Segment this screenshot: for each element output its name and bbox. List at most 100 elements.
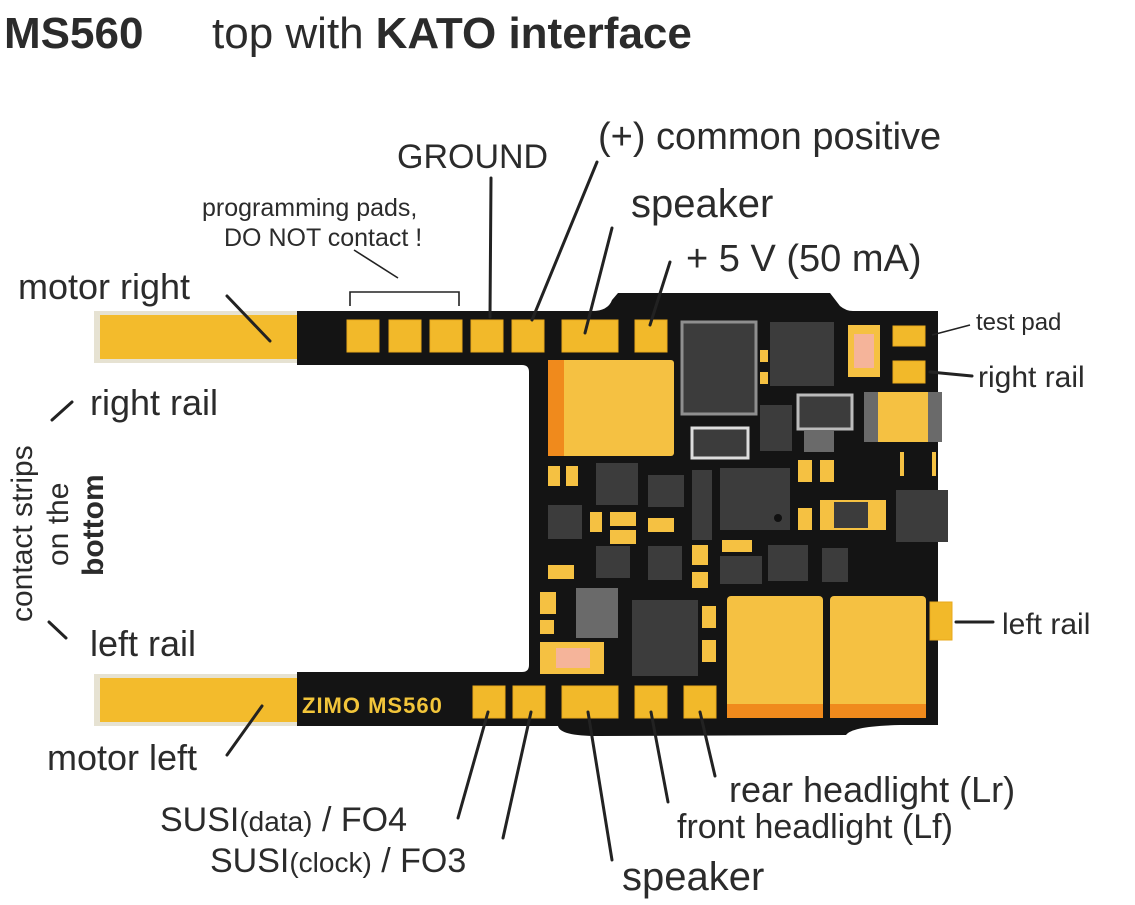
leader-common-positive [530, 160, 599, 322]
label-contact-strips: contact strips on the bottom [6, 445, 110, 622]
label-right-rail-board: right rail [978, 361, 1085, 394]
smd-part [540, 620, 554, 634]
ground-pad [470, 319, 504, 353]
title-model: MS560 [4, 9, 143, 58]
title-subtitle-prefix: top with [212, 9, 364, 58]
speaker-pad-top [561, 319, 619, 353]
label-common-positive: (+) common positive [598, 116, 941, 158]
leader-programming-bracket [349, 291, 460, 306]
chip-gray-square [576, 588, 618, 638]
common-positive-pad [511, 319, 545, 353]
label-susi-data-suffix: / FO4 [313, 801, 407, 839]
leader-5v [648, 260, 672, 327]
right-rail-pad [892, 360, 926, 384]
chip-diode-center-core [834, 502, 868, 528]
smd-part [692, 572, 708, 588]
resistor-peach-core [854, 334, 874, 368]
smd-part [900, 452, 904, 476]
strip-gold [100, 678, 298, 722]
speaker-pad-bottom [561, 685, 619, 719]
leader-right-rail-strip [50, 400, 74, 422]
label-programming-line2: DO NOT contact ! [224, 224, 422, 252]
strip-gold [100, 315, 298, 359]
leader-motor-left [225, 704, 264, 757]
title-subtitle-bold: KATO interface [376, 9, 692, 58]
smd-part [692, 545, 708, 565]
leader-test-pad [931, 324, 971, 336]
smd-part [566, 466, 578, 486]
chip-inductor [680, 320, 758, 416]
smd-part [820, 460, 834, 482]
chip-mid-left5 [648, 546, 682, 580]
capacitor-stripe [548, 360, 564, 456]
transistor-1 [760, 405, 792, 451]
label-plus-5v: + 5 V (50 mA) [686, 238, 921, 280]
label-test-pad: test pad [976, 309, 1061, 336]
programming-pad-3 [429, 319, 463, 353]
leader-speaker-top [583, 226, 614, 335]
contact-strip-right-rail [94, 311, 300, 363]
plus-5v-pad [634, 319, 668, 353]
label-susi-data-prefix: SUSI [160, 801, 239, 839]
label-right-rail-strip: right rail [90, 382, 218, 423]
leader-front-headlight [649, 710, 670, 804]
tantalum-capacitor-bottom-1 [727, 596, 823, 718]
chip-mid-left [596, 463, 638, 505]
tantalum-capacitor-bottom-2-stripe [830, 704, 926, 718]
chip-mid-left2 [648, 475, 684, 507]
smd-part [610, 512, 636, 526]
smd-part [540, 592, 556, 614]
programming-pad-2 [388, 319, 422, 353]
chip-right-lower [768, 545, 808, 581]
chip-mid-left4 [596, 546, 630, 578]
label-programming-line1: programming pads, [202, 194, 417, 222]
chip-right-lower2 [822, 548, 848, 582]
programming-pad-1 [346, 319, 380, 353]
board-silkscreen: ZIMO MS560 [302, 693, 443, 718]
smd-part [702, 606, 716, 628]
chip-dark-top [770, 322, 834, 386]
diode-1 [796, 393, 854, 431]
label-motor-right: motor right [18, 266, 190, 307]
label-left-rail-board: left rail [1002, 608, 1090, 641]
smd-part [590, 512, 602, 532]
smd-part [798, 460, 812, 482]
label-contact-strips-line1: contact strips [6, 445, 39, 622]
smd-part [648, 518, 674, 532]
label-motor-left: motor left [47, 737, 197, 778]
label-front-headlight: front headlight (Lf) [677, 808, 953, 846]
label-susi-clock-prefix: SUSI [210, 842, 289, 880]
mcu-dot [774, 514, 782, 522]
diode-2 [690, 426, 750, 460]
left-rail-pad [929, 601, 953, 641]
smd-part [548, 565, 574, 579]
smd-part [760, 372, 768, 384]
label-left-rail-strip: left rail [90, 623, 196, 664]
label-susi-clock-suffix: / FO3 [372, 842, 466, 880]
capacitor-gold-right-end2 [928, 392, 942, 442]
tantalum-capacitor-bottom-1-stripe [727, 704, 823, 718]
smd-part [760, 350, 768, 362]
smd-part [722, 540, 752, 552]
leader-programming [353, 249, 399, 279]
susi-clock-pad [512, 685, 546, 719]
components [540, 320, 948, 718]
chip-mid-center [692, 470, 712, 540]
chip-lower-wide [720, 556, 762, 584]
leader-rear-headlight [698, 710, 717, 778]
label-speaker-bottom: speaker [622, 855, 764, 899]
labels: GROUND (+) common positive speaker + 5 V… [6, 116, 1090, 899]
chip-mid-left3 [548, 505, 582, 539]
smd-part [610, 530, 636, 544]
leader-motor-right [225, 294, 272, 343]
leader-ground [488, 176, 493, 319]
label-contact-strips-line2: on the [42, 483, 75, 566]
smd-part [702, 640, 716, 662]
label-susi-clock-paren: (clock) [289, 847, 371, 878]
chip-right-square [896, 490, 948, 542]
resistor-peach-bottom-core [556, 648, 590, 668]
chip-bottom-center [632, 600, 698, 676]
label-susi-data: SUSI(data) / FO4 [160, 801, 407, 839]
